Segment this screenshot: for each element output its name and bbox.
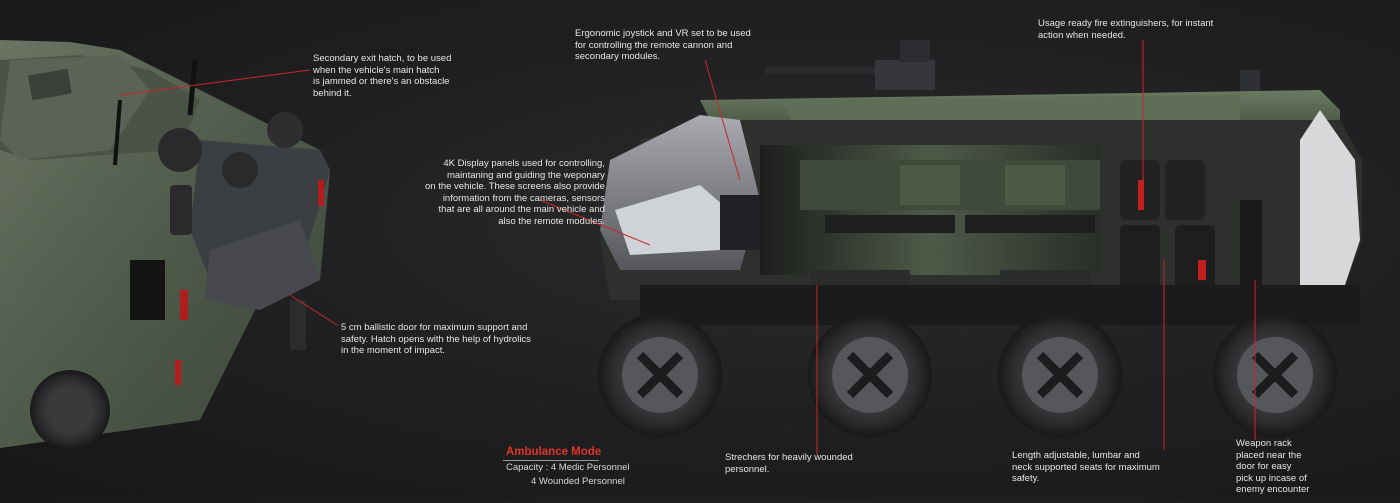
wheel-1	[598, 313, 722, 437]
ambulance-capacity: Capacity : 4 Medic Personnel	[506, 462, 630, 473]
wheel-3	[998, 313, 1122, 437]
ambulance-mode-title: Ambulance Mode	[506, 446, 602, 458]
annotation-fire-extinguishers: Usage ready fire extinguishers, for inst…	[1038, 18, 1214, 41]
wheel-2	[808, 313, 932, 437]
ambulance-mode-divider	[503, 460, 599, 461]
leader-lines	[119, 40, 1256, 455]
annotation-joystick-vr: Ergonomic joystick and VR set to be used…	[575, 28, 751, 62]
annotation-stretchers: Strechers for heavily wounded personnel.	[725, 452, 853, 475]
annotation-weapon-rack: Weapon rack placed near the door for eas…	[1236, 438, 1310, 495]
wheel-4	[1213, 313, 1337, 437]
annotation-ballistic-door: 5 cm ballistic door for maximum support …	[341, 322, 531, 356]
annotation-display-panels: 4K Display panels used for controlling, …	[425, 158, 605, 227]
ambulance-wounded: 4 Wounded Personnel	[531, 476, 625, 487]
cutaway-vehicle	[598, 40, 1362, 437]
annotation-secondary-exit: Secondary exit hatch, to be used when th…	[313, 53, 452, 99]
annotation-seats: Length adjustable, lumbar and neck suppo…	[1012, 450, 1160, 484]
rear-view	[0, 40, 330, 450]
